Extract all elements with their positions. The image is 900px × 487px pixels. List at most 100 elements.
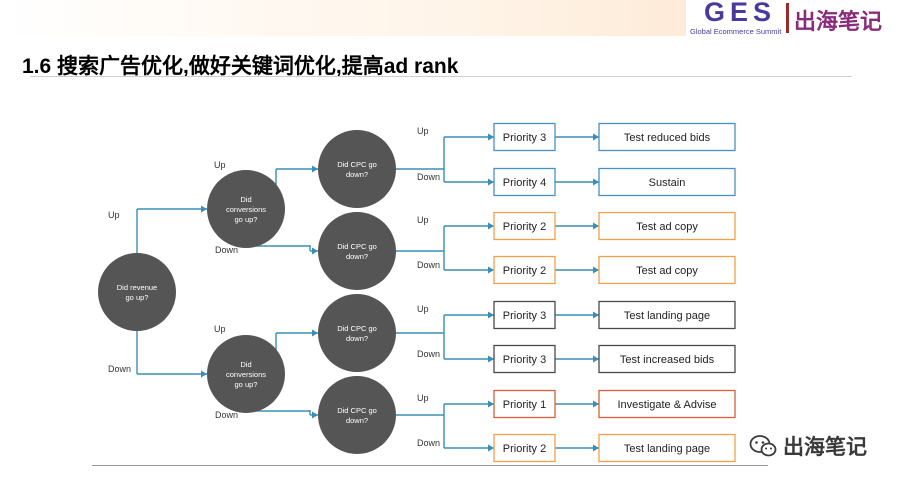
- arrow-priority-action-3: [593, 222, 599, 230]
- decision-node-text: Did revenue: [117, 283, 157, 292]
- edge-label-cpc_4-up: Up: [417, 393, 429, 403]
- edge-label-conv_down-down: Down: [215, 410, 238, 420]
- edge-label-conv_up-down: Down: [215, 245, 238, 255]
- priority-box-2: [493, 167, 556, 197]
- decision-node-text: Did: [240, 360, 251, 369]
- arrow-cpc_2-down: [488, 266, 494, 274]
- decision-node-cpc_1: [318, 130, 396, 208]
- arrow-cpc_3-down: [488, 355, 494, 363]
- priority-box-7: [493, 389, 556, 419]
- arrow-priority-action-5: [593, 311, 599, 319]
- arrow-revenue-up: [201, 205, 207, 213]
- decision-node-text: Did: [240, 195, 251, 204]
- action-box-8: [598, 433, 736, 463]
- arrow-cpc_4-up: [488, 400, 494, 408]
- logo-box: [686, 0, 900, 36]
- action-label: Test landing page: [624, 443, 710, 455]
- decision-node-text: down?: [346, 334, 368, 343]
- action-label: Test increased bids: [620, 354, 715, 366]
- decision-node-text: go up?: [235, 380, 258, 389]
- brand-name: 出海笔记: [794, 9, 883, 34]
- arrow-cpc_3-up: [488, 311, 494, 319]
- decision-node-text: conversions: [226, 205, 266, 214]
- decision-node-text: down?: [346, 170, 368, 179]
- edge-label-revenue-up: Up: [108, 210, 120, 220]
- arrow-priority-action-2: [593, 178, 599, 186]
- edge-label-cpc_2-down: Down: [417, 260, 440, 270]
- decision-node-conv_up: [207, 170, 285, 248]
- action-box-6: [598, 344, 736, 374]
- priority-box-3: [493, 211, 556, 241]
- decision-node-text: down?: [346, 416, 368, 425]
- edge-label-conv_down-up: Up: [214, 324, 226, 334]
- decision-node-text: down?: [346, 252, 368, 261]
- decision-node-text: Did CPC go: [337, 406, 377, 415]
- arrow-conv_up-down: [312, 247, 318, 255]
- arrow-priority-action-1: [593, 133, 599, 141]
- edge-label-cpc_1-up: Up: [417, 126, 429, 136]
- arrow-conv_down-up: [312, 329, 318, 337]
- action-box-5: [598, 300, 736, 330]
- action-label: Test landing page: [624, 310, 710, 322]
- decision-node-cpc_4: [318, 376, 396, 454]
- action-box-1: [598, 122, 736, 152]
- diagram-edge-labels: UpDownUpDownUpDownUpDownUpDownUpDownUpDo…: [108, 126, 440, 448]
- action-label: Test reduced bids: [624, 132, 711, 144]
- ges-logo-subtitle: Global Ecommerce Summit: [690, 27, 782, 36]
- bottom-divider: [92, 465, 768, 466]
- watermark-text: 出海笔记: [783, 436, 867, 459]
- priority-box-6: [493, 344, 556, 374]
- priority-label: Priority 2: [503, 265, 546, 277]
- action-box-7: [598, 389, 736, 419]
- priority-box-8: [493, 433, 556, 463]
- decision-node-text: Did CPC go: [337, 242, 377, 251]
- arrow-priority-action-8: [593, 444, 599, 452]
- edge-label-cpc_1-down: Down: [417, 172, 440, 182]
- edge-label-conv_up-up: Up: [214, 160, 226, 170]
- action-label: Sustain: [649, 177, 686, 189]
- title-divider: [30, 76, 852, 77]
- decision-node-text: go up?: [126, 293, 149, 302]
- action-box-4: [598, 255, 736, 285]
- arrow-cpc_1-down: [488, 178, 494, 186]
- action-box-2: [598, 167, 736, 197]
- decision-node-revenue: [98, 253, 176, 331]
- action-label: Investigate & Advise: [617, 399, 716, 411]
- arrow-revenue-down: [201, 370, 207, 378]
- arrow-priority-action-4: [593, 266, 599, 274]
- edge-label-revenue-down: Down: [108, 364, 131, 374]
- decision-node-text: go up?: [235, 215, 258, 224]
- ges-logo: GES: [704, 0, 777, 27]
- priority-label: Priority 2: [503, 443, 546, 455]
- decision-node-cpc_3: [318, 294, 396, 372]
- arrow-priority-action-7: [593, 400, 599, 408]
- wechat-icon: [749, 435, 777, 457]
- page-title: 1.6 搜索广告优化,做好关键词优化,提高ad rank: [22, 55, 459, 78]
- action-label: Test ad copy: [636, 221, 698, 233]
- priority-label: Priority 3: [503, 310, 546, 322]
- decision-node-cpc_2: [318, 212, 396, 290]
- arrow-conv_down-down: [312, 411, 318, 419]
- priority-label: Priority 4: [503, 177, 546, 189]
- edge-label-cpc_2-up: Up: [417, 215, 429, 225]
- logo-divider: [786, 3, 789, 33]
- priority-label: Priority 1: [503, 399, 546, 411]
- decision-node-text: conversions: [226, 370, 266, 379]
- decision-node-conv_down: [207, 335, 285, 413]
- arrow-cpc_2-up: [488, 222, 494, 230]
- priority-label: Priority 3: [503, 354, 546, 366]
- decision-node-text: Did CPC go: [337, 324, 377, 333]
- edge-label-cpc_3-up: Up: [417, 304, 429, 314]
- diagram-edges: [136, 133, 599, 452]
- watermark: 出海笔记: [749, 431, 867, 461]
- arrow-conv_up-up: [312, 165, 318, 173]
- decision-node-text: Did CPC go: [337, 160, 377, 169]
- priority-box-5: [493, 300, 556, 330]
- priority-box-4: [493, 255, 556, 285]
- priority-label: Priority 3: [503, 132, 546, 144]
- edge-label-cpc_4-down: Down: [417, 438, 440, 448]
- action-label: Test ad copy: [636, 265, 698, 277]
